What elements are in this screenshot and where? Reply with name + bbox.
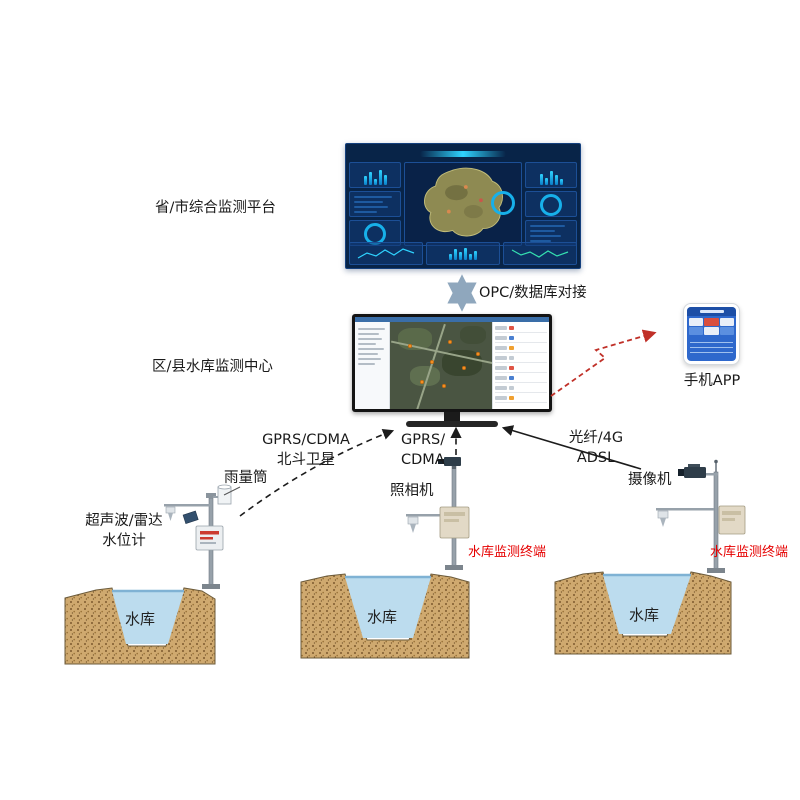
phone-app-table bbox=[687, 337, 736, 361]
dashboard-ring-gauge bbox=[491, 191, 515, 215]
dashboard-left-column bbox=[349, 162, 401, 246]
link-left-label: GPRS/CDMA 北斗卫星 bbox=[262, 432, 350, 469]
phone-app-header bbox=[687, 307, 736, 316]
phone-app-screen bbox=[687, 307, 736, 361]
opc-link-label: OPC/数据库对接 bbox=[479, 285, 587, 301]
camera-body bbox=[444, 457, 461, 466]
province-map bbox=[424, 167, 503, 237]
phone-app-icon-grid bbox=[687, 316, 736, 337]
dashboard-map-panel bbox=[404, 162, 522, 246]
station-middle-camera bbox=[406, 457, 470, 570]
water-level-sensor-label: 超声波/雷达 水位计 bbox=[85, 513, 163, 550]
mobile-phone bbox=[683, 303, 740, 365]
monitor-layer-panel bbox=[355, 322, 390, 409]
dashboard-right-column bbox=[525, 162, 577, 246]
mini-line-chart bbox=[503, 242, 577, 265]
monitor-screen bbox=[355, 317, 549, 409]
reservoir-middle-label: 水库 bbox=[366, 608, 397, 626]
monitor-satellite-map bbox=[390, 322, 492, 409]
phone-app-label: 手机APP bbox=[683, 373, 741, 389]
link-middle-label: GPRS/ CDMA bbox=[401, 432, 446, 469]
reservoir-left-label: 水库 bbox=[124, 610, 155, 628]
monitor-frame bbox=[352, 314, 552, 412]
province-platform-screen bbox=[345, 143, 581, 269]
mini-stat-panel bbox=[349, 191, 401, 217]
solar-panel bbox=[182, 510, 199, 524]
monitor-stand-neck bbox=[444, 412, 460, 421]
video-camera-lens bbox=[678, 469, 684, 476]
county-center-monitor bbox=[352, 314, 552, 427]
antenna bbox=[714, 459, 718, 464]
terminal-label-middle: 水库监测终端 bbox=[468, 545, 547, 560]
platform-label: 省/市综合监测平台 bbox=[155, 200, 276, 216]
dashboard-body bbox=[349, 162, 577, 246]
monitor-data-table bbox=[492, 322, 549, 409]
reservoir-right bbox=[554, 571, 732, 655]
monitor-stand-base bbox=[406, 421, 498, 427]
reservoir-left bbox=[64, 587, 216, 665]
mini-stat-panel bbox=[525, 220, 577, 246]
monitor-center-label: 区/县水库监测中心 bbox=[152, 359, 273, 375]
video-camera-body bbox=[684, 467, 706, 478]
video-camera-label: 摄像机 bbox=[628, 472, 672, 488]
dashboard-header bbox=[349, 147, 577, 160]
monitor-toolbar bbox=[355, 317, 549, 322]
mini-gauge-panel bbox=[525, 191, 577, 217]
terminal-label-right: 水库监测终端 bbox=[710, 545, 789, 560]
rain-gauge-cylinder bbox=[217, 486, 232, 505]
photo-camera-label: 照相机 bbox=[390, 483, 434, 499]
station-right-video bbox=[656, 459, 746, 573]
mini-bar-chart bbox=[426, 242, 500, 265]
link-right-label: 光纤/4G ADSL bbox=[568, 430, 624, 467]
mini-bar-chart bbox=[525, 162, 577, 188]
mini-line-chart bbox=[349, 242, 423, 265]
phone-link-arrow bbox=[550, 329, 657, 397]
reservoir-middle bbox=[300, 573, 470, 659]
mini-bar-chart bbox=[349, 162, 401, 188]
camera-lens bbox=[438, 459, 444, 464]
reservoir-right-label: 水库 bbox=[628, 606, 659, 624]
terminal-box bbox=[439, 506, 470, 539]
rain-gauge-label: 雨量筒 bbox=[224, 470, 268, 486]
station-left-water-level bbox=[164, 484, 232, 589]
dashboard-bottom-row bbox=[349, 242, 577, 265]
